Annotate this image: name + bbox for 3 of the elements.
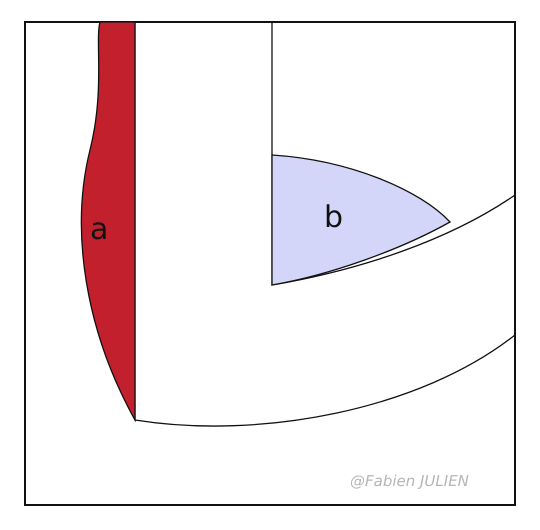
region-letter: b xyxy=(324,200,344,235)
region-letter: a xyxy=(90,212,108,247)
author-credit: @Fabien JULIEN xyxy=(350,472,469,490)
